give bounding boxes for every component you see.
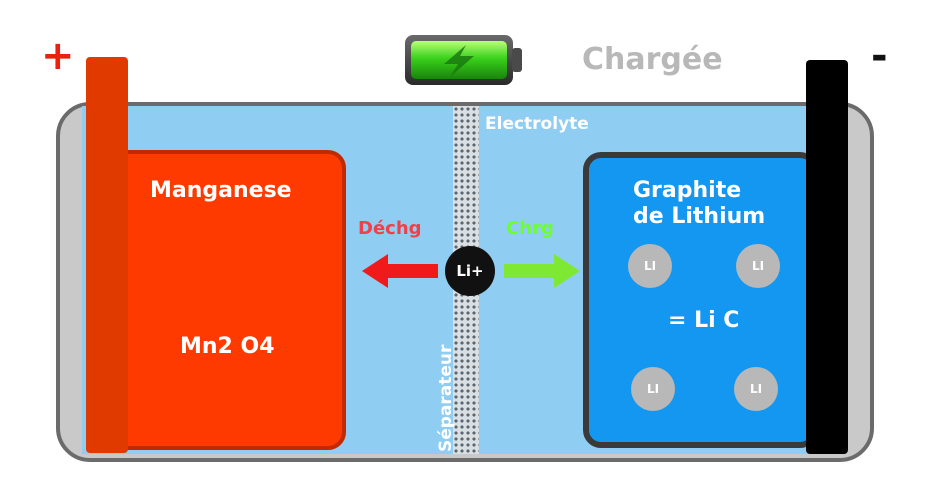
anode-formula: = Li C [668, 308, 740, 333]
charge-state-label: Chargée [582, 42, 723, 77]
lithium-atom: LI [736, 244, 780, 288]
anode-block [583, 152, 818, 448]
discharge-label: Déchg [358, 218, 422, 239]
cathode-formula: Mn2 O4 [180, 334, 275, 359]
cathode-name: Manganese [150, 178, 292, 203]
separator-label: Séparateur [436, 344, 456, 452]
battery-charging-icon [405, 35, 522, 85]
anode-name-line2: de Lithium [633, 204, 766, 229]
anode-name-line1: Graphite [633, 178, 742, 203]
lithium-atom: LI [631, 367, 675, 411]
charge-label: Chrg [506, 218, 554, 239]
electrolyte-label: Electrolyte [485, 114, 589, 134]
lithium-atom: LI [628, 244, 672, 288]
negative-sign: - [871, 33, 888, 79]
positive-sign: + [41, 33, 75, 79]
lithium-atom: LI [734, 367, 778, 411]
charge-arrow [504, 254, 580, 288]
discharge-arrow [362, 254, 438, 288]
lithium-ion: Li+ [445, 246, 495, 296]
negative-terminal [806, 60, 848, 454]
positive-terminal [86, 57, 128, 453]
